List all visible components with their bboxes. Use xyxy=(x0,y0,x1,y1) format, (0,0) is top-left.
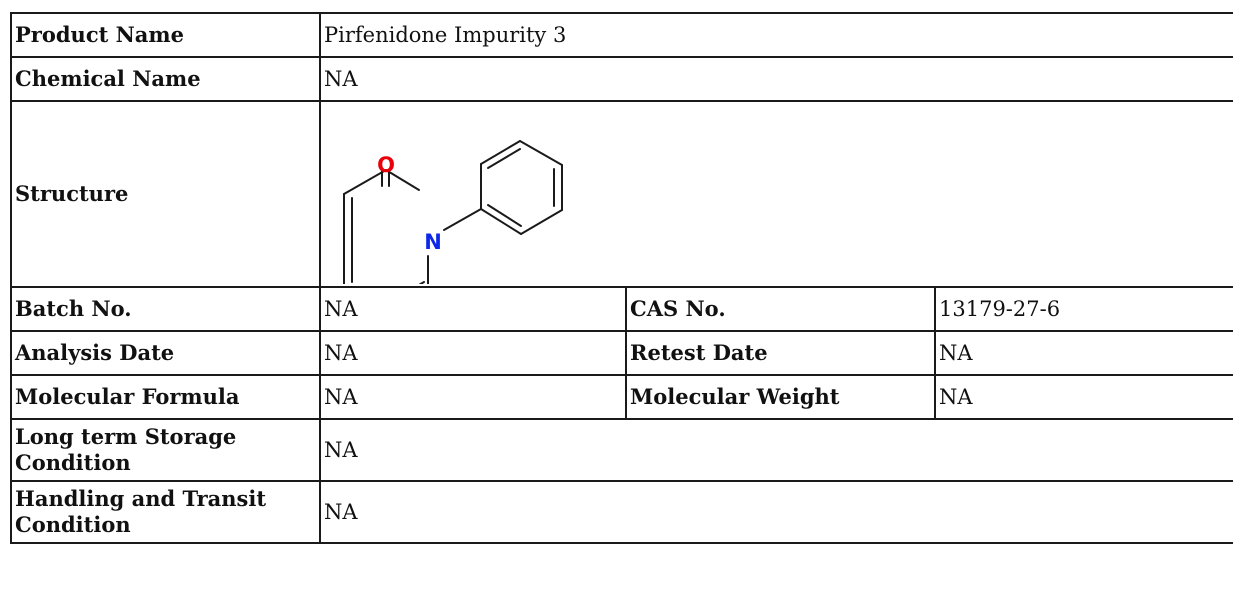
cas-value: 13179-27-6 xyxy=(934,286,1233,332)
cas-label: CAS No. xyxy=(625,286,936,332)
product-spec-table: Product Name Pirfenidone Impurity 3 Chem… xyxy=(10,12,1233,544)
bond xyxy=(520,209,563,235)
bond xyxy=(480,140,521,165)
storage-value: NA xyxy=(319,418,1233,482)
batch-label: Batch No. xyxy=(10,286,321,332)
bond xyxy=(418,281,425,284)
structure-cell: O N xyxy=(319,100,1233,288)
weight-label: Molecular Weight xyxy=(625,374,936,420)
nitrogen-atom: N xyxy=(424,230,442,254)
row-storage: Long term Storage Condition NA xyxy=(10,418,1233,482)
formula-value: NA xyxy=(319,374,627,420)
bond xyxy=(343,169,387,195)
analysis-date-label: Analysis Date xyxy=(10,330,321,376)
handling-label: Handling and Transit Condition xyxy=(10,480,321,544)
row-structure: Structure xyxy=(10,100,1233,288)
formula-label: Molecular Formula xyxy=(10,374,321,420)
oxygen-atom: O xyxy=(377,153,395,177)
batch-value: NA xyxy=(319,286,627,332)
analysis-date-value: NA xyxy=(319,330,627,376)
row-formula-weight: Molecular Formula NA Molecular Weight NA xyxy=(10,374,1233,420)
bond xyxy=(385,169,420,191)
retest-date-label: Retest Date xyxy=(625,330,936,376)
product-name-label: Product Name xyxy=(10,12,321,58)
storage-label: Long term Storage Condition xyxy=(10,418,321,482)
row-handling: Handling and Transit Condition NA xyxy=(10,480,1233,544)
bond xyxy=(487,148,521,169)
chemical-name-value: NA xyxy=(319,56,1233,102)
bond xyxy=(519,140,563,166)
structure-image: O N xyxy=(343,140,563,284)
chemical-name-label: Chemical Name xyxy=(10,56,321,102)
row-batch-cas: Batch No. NA CAS No. 13179-27-6 xyxy=(10,286,1233,332)
bond xyxy=(443,208,482,231)
row-product-name: Product Name Pirfenidone Impurity 3 xyxy=(10,12,1233,58)
bond xyxy=(480,208,522,235)
structure-label: Structure xyxy=(10,100,321,288)
product-name-value: Pirfenidone Impurity 3 xyxy=(319,12,1233,58)
bond xyxy=(487,204,522,227)
row-dates: Analysis Date NA Retest Date NA xyxy=(10,330,1233,376)
row-chemical-name: Chemical Name NA xyxy=(10,56,1233,102)
weight-value: NA xyxy=(934,374,1233,420)
retest-date-value: NA xyxy=(934,330,1233,376)
handling-value: NA xyxy=(319,480,1233,544)
